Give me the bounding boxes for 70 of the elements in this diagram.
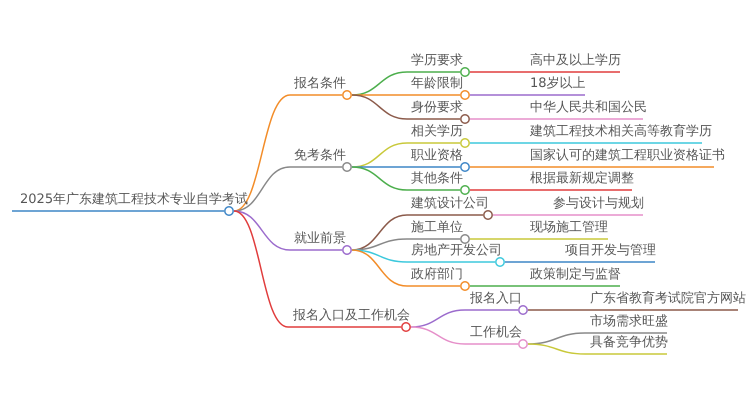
branch-connector [505, 261, 555, 263]
mindmap-topic [288, 307, 412, 333]
mindmap-topic [407, 123, 471, 149]
branch-connector [470, 189, 525, 191]
topic-text: 工作机会 [470, 324, 522, 342]
topic-text: 学历要求 [411, 52, 463, 70]
topic-text: 免考条件 [294, 147, 346, 165]
branch-connector [352, 249, 408, 287]
topic-text: 18岁以上 [530, 75, 586, 93]
branch-connector [528, 343, 586, 355]
topic-text: 高中及以上学历 [530, 52, 621, 70]
mindmap-topic [407, 219, 471, 245]
topic-text: 房地产开发公司 [411, 242, 502, 260]
branch-connector [234, 166, 290, 212]
mindmap-topic [407, 170, 471, 196]
topic-text: 市场需求旺盛 [590, 313, 668, 331]
mindmap-topic [290, 75, 353, 101]
topic-text: 参与设计与规划 [553, 195, 644, 213]
topic-text: 现场施工管理 [530, 219, 608, 237]
topic-text: 政府部门 [411, 266, 463, 284]
topic-text: 中华人民共和国公民 [530, 99, 647, 117]
branch-connector [352, 94, 408, 120]
branch-connector [234, 210, 288, 328]
branch-connector [470, 238, 525, 240]
mindmap-topic [407, 266, 471, 292]
topic-text: 建筑设计公司 [411, 195, 489, 213]
mindmap-topic [407, 147, 471, 173]
topic-text: 身份要求 [411, 99, 463, 117]
mindmap-topic [290, 147, 353, 173]
branch-connector [493, 214, 540, 216]
topic-text: 报名入口 [470, 290, 522, 308]
topic-text: 年龄限制 [411, 75, 463, 93]
branch-connector [352, 71, 408, 96]
mindmap-topic [290, 230, 353, 256]
branch-connector [528, 309, 585, 311]
branch-connector [410, 309, 466, 328]
topic-text: 建筑工程技术相关高等教育学历 [530, 123, 712, 141]
branch-connector [352, 166, 408, 191]
mindmap-topic [465, 324, 529, 350]
branch-connector [352, 142, 408, 168]
topic-text: 就业前景 [294, 230, 346, 248]
mindmap-topic [407, 195, 494, 221]
branch-connector [470, 71, 525, 73]
branch-connector [470, 166, 525, 168]
branch-connector [470, 94, 525, 96]
topic-text: 施工单位 [411, 219, 463, 237]
branch-connector [470, 118, 525, 120]
topic-text: 具备竞争优势 [590, 334, 668, 352]
branch-connector [234, 94, 290, 212]
topic-text: 项目开发与管理 [565, 242, 656, 260]
branch-connector [410, 326, 466, 345]
mindmap-topic [407, 99, 471, 125]
topic-text: 2025年广东建筑工程技术专业自学考试 [20, 191, 248, 209]
topic-text: 根据最新规定调整 [530, 170, 634, 188]
mindmap-topic [407, 52, 471, 78]
topic-text: 广东省教育考试院官方网站 [590, 290, 746, 308]
branch-connector [470, 285, 525, 287]
topic-text: 国家认可的建筑工程职业资格证书 [530, 147, 725, 165]
branch-connector [470, 142, 525, 144]
branch-connector [352, 238, 408, 251]
mindmap-topic [465, 290, 529, 316]
topic-text: 报名入口及工作机会 [293, 307, 410, 325]
topic-text: 相关学历 [411, 123, 463, 141]
topic-text: 职业资格 [411, 147, 463, 165]
topic-text: 其他条件 [411, 170, 463, 188]
mindmap-topic [407, 75, 471, 101]
branch-connector [528, 332, 586, 345]
mindmap-topic [407, 242, 506, 268]
topic-text: 政策制定与监督 [530, 266, 621, 284]
topic-text: 报名条件 [294, 75, 346, 93]
